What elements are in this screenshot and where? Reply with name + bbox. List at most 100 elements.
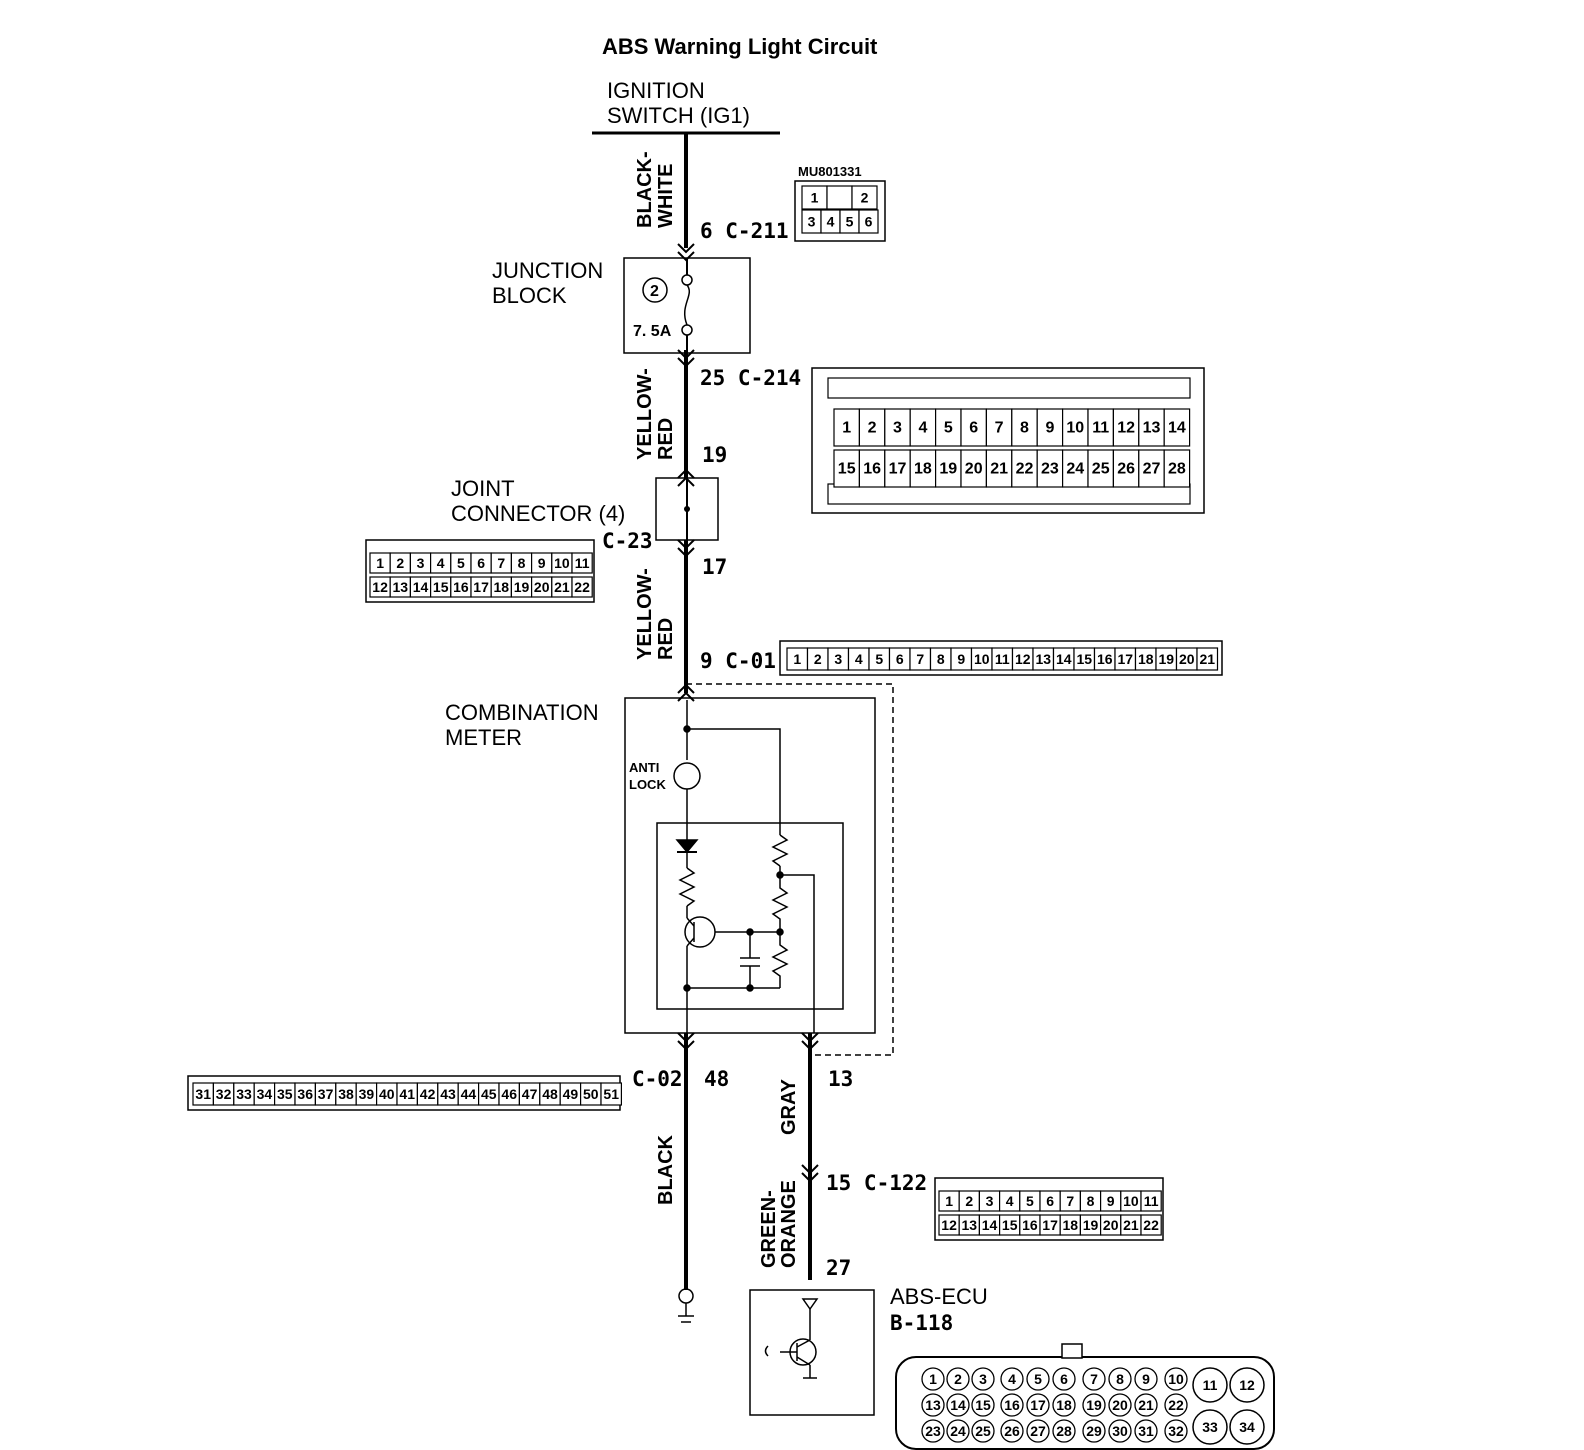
c23-row2-cell: 18 xyxy=(494,579,510,595)
c01-row-cell: 21 xyxy=(1199,651,1215,667)
c23-row2-cell: 16 xyxy=(453,579,469,595)
b118-pin: 24 xyxy=(950,1423,966,1439)
joint-label-line1: JOINT xyxy=(451,476,515,501)
c01-row-cell: 18 xyxy=(1138,651,1154,667)
c214-row1-cell: 1 xyxy=(842,420,851,437)
c214-row2-cell: 21 xyxy=(990,461,1008,478)
c23-row1-cell: 7 xyxy=(497,555,505,571)
c02-row-cell: 48 xyxy=(542,1086,558,1102)
b118-pin: 18 xyxy=(1056,1397,1072,1413)
b118-pin: 1 xyxy=(929,1371,937,1387)
pin-label-13: 13 xyxy=(828,1067,853,1091)
wire-label-gray: GRAY xyxy=(778,1078,800,1135)
c01-row-cell: 3 xyxy=(834,651,842,667)
c23-row2-cell: 20 xyxy=(534,579,550,595)
b118-large-pin: 11 xyxy=(1203,1377,1218,1393)
c23-row1-cell: 6 xyxy=(477,555,485,571)
c211-row2-cell: 3 xyxy=(808,214,816,230)
c122-row2-cell: 20 xyxy=(1103,1217,1119,1233)
c23-row2-cell: 17 xyxy=(473,579,489,595)
c02-row-cell: 47 xyxy=(522,1086,538,1102)
c122-frame xyxy=(934,1177,1164,1241)
c214-row1-cell: 13 xyxy=(1143,420,1161,437)
c01-frame xyxy=(779,640,1223,676)
c23-row2-cell: 12 xyxy=(372,579,388,595)
wire-label-green-orange-1: GREEN- xyxy=(758,1190,780,1268)
b118-pin: 30 xyxy=(1112,1423,1128,1439)
b118-pin: 3 xyxy=(979,1371,987,1387)
ignition-label-line2: SWITCH (IG1) xyxy=(607,103,750,128)
ignition-switch: IGNITION SWITCH (IG1) xyxy=(592,78,780,135)
c214-row1-cell: 2 xyxy=(868,420,877,437)
b118-pin: 31 xyxy=(1138,1423,1154,1439)
b118-pin: 2 xyxy=(954,1371,962,1387)
c02-row-cell: 39 xyxy=(359,1086,375,1102)
wire-label-black: BLACK xyxy=(655,1134,677,1205)
ignition-label-line1: IGNITION xyxy=(607,78,705,103)
c214-row1-cell: 11 xyxy=(1092,420,1109,437)
c214-row2-cell: 24 xyxy=(1066,461,1084,478)
pin-label-c122: 15 C-122 xyxy=(826,1171,927,1195)
c214-row2-cell: 15 xyxy=(838,461,856,478)
ground-symbol xyxy=(678,1288,694,1323)
c02-row-cell: 45 xyxy=(481,1086,497,1102)
c02-row-cell: 44 xyxy=(461,1086,477,1102)
c214-row1-cell: 9 xyxy=(1045,420,1054,437)
c122-row2-cell: 15 xyxy=(1002,1217,1018,1233)
pin-label-c01: 9 C-01 xyxy=(700,649,776,673)
c214-row1-cell: 8 xyxy=(1020,420,1029,437)
c214-row1-cell: 6 xyxy=(969,420,978,437)
c122-row2-cell: 17 xyxy=(1042,1217,1058,1233)
c01-row-cell: 2 xyxy=(814,651,822,667)
c01-row-cell: 16 xyxy=(1097,651,1113,667)
c01-row-cell: 19 xyxy=(1158,651,1174,667)
b118-pin: 32 xyxy=(1168,1423,1184,1439)
c214-row2-cell: 20 xyxy=(965,461,983,478)
c122-row1-cell: 3 xyxy=(986,1193,994,1209)
c214-row1-cell: 4 xyxy=(918,420,927,437)
pin-label-c23: C-23 xyxy=(602,529,653,553)
c23-row1-cell: 8 xyxy=(518,555,526,571)
c214-row2-cell: 28 xyxy=(1168,461,1186,478)
abs-ecu: ABS-ECU B-118 xyxy=(749,1284,988,1416)
pin-label-c211: 6 C-211 xyxy=(700,219,789,243)
c02-row-cell: 33 xyxy=(236,1086,252,1102)
wire-label-green-orange-2: ORANGE xyxy=(778,1180,800,1268)
c23-row2-cell: 21 xyxy=(554,579,570,595)
b118-pin: 13 xyxy=(925,1397,941,1413)
c122-row1-cell: 10 xyxy=(1123,1193,1139,1209)
c214-row2-cell: 17 xyxy=(889,461,907,478)
c23-row2-cell: 13 xyxy=(393,579,409,595)
connector-chevrons xyxy=(677,243,819,1183)
c122-row2-cell: 14 xyxy=(982,1217,998,1233)
fuse-rating: 7. 5A xyxy=(633,323,672,340)
b118-pin: 21 xyxy=(1138,1397,1154,1413)
c211-row2-cell: 6 xyxy=(865,214,873,230)
b118-pin: 19 xyxy=(1086,1397,1102,1413)
c23-row1-cell: 4 xyxy=(437,555,445,571)
c122-row1-cell: 7 xyxy=(1066,1193,1074,1209)
b118-pin: 26 xyxy=(1004,1423,1020,1439)
c23-frame xyxy=(365,539,595,603)
c02-row-cell: 41 xyxy=(399,1086,415,1102)
c214-row1-cell: 12 xyxy=(1117,420,1135,437)
c122-row1-cell: 6 xyxy=(1046,1193,1054,1209)
b118-pin: 23 xyxy=(925,1423,941,1439)
c23-row1-cell: 5 xyxy=(457,555,465,571)
b118-pin: 8 xyxy=(1116,1371,1124,1387)
c23-row1-cell: 2 xyxy=(396,555,404,571)
pin-label-27: 27 xyxy=(826,1256,851,1280)
pin-label-48: 48 xyxy=(704,1067,729,1091)
c01-row-cell: 14 xyxy=(1056,651,1072,667)
c122-row2-cell: 21 xyxy=(1123,1217,1139,1233)
c122-row1-cell: 4 xyxy=(1006,1193,1014,1209)
combo-label-line2: METER xyxy=(445,725,522,750)
c02-row-cell: 36 xyxy=(297,1086,313,1102)
c214-row1-cell: 3 xyxy=(893,420,902,437)
